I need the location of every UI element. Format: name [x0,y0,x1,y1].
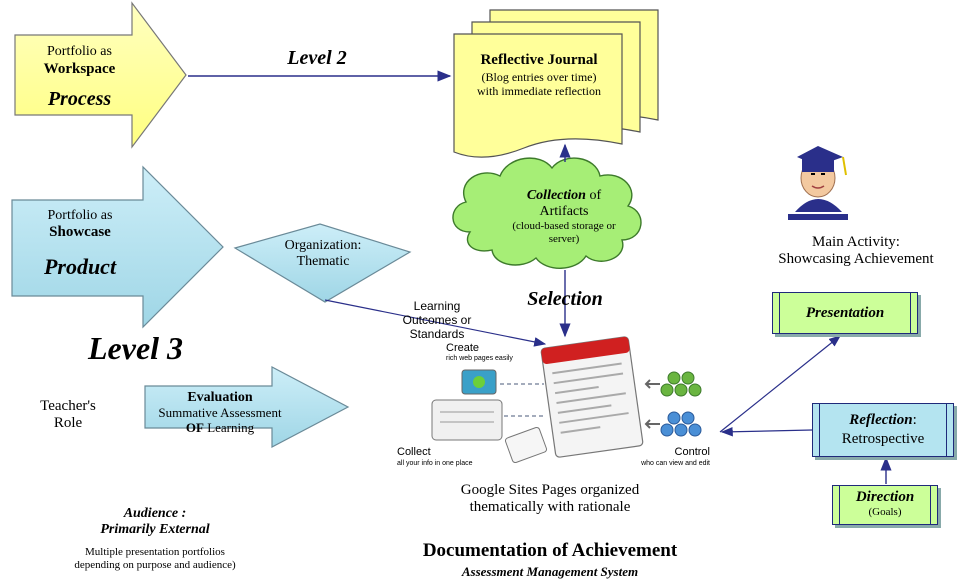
graduate-icon [788,146,848,220]
showcase-line3: Product [43,254,117,279]
audience: Audience : Primarily External Multiple p… [40,506,270,571]
level2-label: Level 2 [287,47,347,69]
reflective-journal-stack [453,9,659,158]
evaluation-arrow [144,366,350,448]
journal-line1: (Blog entries over time) [481,70,597,85]
control-label: Control [674,446,710,458]
organization-line2: Thematic [296,254,350,270]
collect-sublabel: all your info in one place [397,460,473,467]
sites-caption-line1: Google Sites Pages organized [460,482,640,498]
audience-line2: Primarily External [100,522,210,538]
reflection-rest: : [912,412,917,428]
collection-cloud [452,157,642,269]
reflection-box: Reflection: Retrospective [812,403,954,457]
sites-caption: Google Sites Pages organized thematicall… [420,482,680,517]
reflective-journal: Reflective Journal (Blog entries over ti… [456,52,622,99]
workspace-line2: Workspace [43,61,116,77]
cloud-bold: Collection [526,188,586,203]
level3-label: Level 3 [88,330,184,366]
create-label: Create [446,342,480,354]
journal-title: Reflective Journal [480,52,598,68]
evaluation-bold: OF [185,420,204,436]
cloud-line2: Artifacts [539,204,589,220]
workspace-arrow [14,1,187,149]
selection-label: Selection [527,288,603,310]
outcomes-label: Learning Outcomes or Standards [392,299,482,341]
direction-box: Direction (Goals) [832,485,938,525]
reflection-line2: Retrospective [841,431,925,447]
cloud-line4: server) [548,232,580,245]
control-sublabel: who can view and edit [641,460,710,467]
reflection-bold: Reflection [849,412,913,428]
outcomes-line3: Standards [409,326,465,341]
journal-line2: with immediate reflection [477,84,601,99]
organization-label: Organization: Thematic [268,238,378,270]
evaluation-title: Evaluation [187,390,253,405]
sites-caption-line2: thematically with rationale [469,499,631,516]
audience-line1: Audience : [123,506,187,521]
audience-line4: depending on purpose and audience) [74,558,236,571]
collection-text: Collection of Artifacts (cloud-based sto… [478,188,650,245]
cloud-line3: (cloud-based storage or [512,220,616,233]
collect-label: Collect [397,446,431,458]
showcase-line1: Portfolio as [47,208,113,223]
direction-title: Direction [855,489,915,505]
direction-sub: (Goals) [868,506,902,518]
footer-subtitle: Assessment Management System [461,564,639,579]
create-sublabel: rich web pages easily [446,355,513,362]
workspace-line1: Portfolio as [47,44,112,59]
outcomes-line1: Learning [413,299,461,313]
presentation-label: Presentation [805,305,885,321]
main-activity-line1: Main Activity: [812,234,900,250]
main-activity: Main Activity: Showcasing Achievement [758,234,954,269]
showcase-line2: Showcase [49,224,111,240]
cloud-rest: of [585,188,602,203]
main-activity-line2: Showcasing Achievement [778,251,934,268]
teacher-role: Teacher's Role [28,398,108,433]
evaluation-line1: Summative Assessment [158,405,282,421]
evaluation-rest: Learning [203,420,255,436]
audience-line3: Multiple presentation portfolios [85,546,225,559]
organization-line1: Organization: [284,238,362,253]
evaluation-text: Evaluation Summative Assessment OF Learn… [150,390,290,436]
outcomes-line2: Outcomes or [402,312,472,327]
presentation-box: Presentation [772,292,918,334]
teacher-role-line1: Teacher's [40,398,96,414]
google-sites-graphic [431,336,702,464]
showcase-arrow [11,165,224,329]
organization-diamond [233,223,412,303]
workspace-line3: Process [47,88,112,110]
teacher-role-line2: Role [53,415,83,432]
footer-title: Documentation of Achievement [422,540,678,561]
